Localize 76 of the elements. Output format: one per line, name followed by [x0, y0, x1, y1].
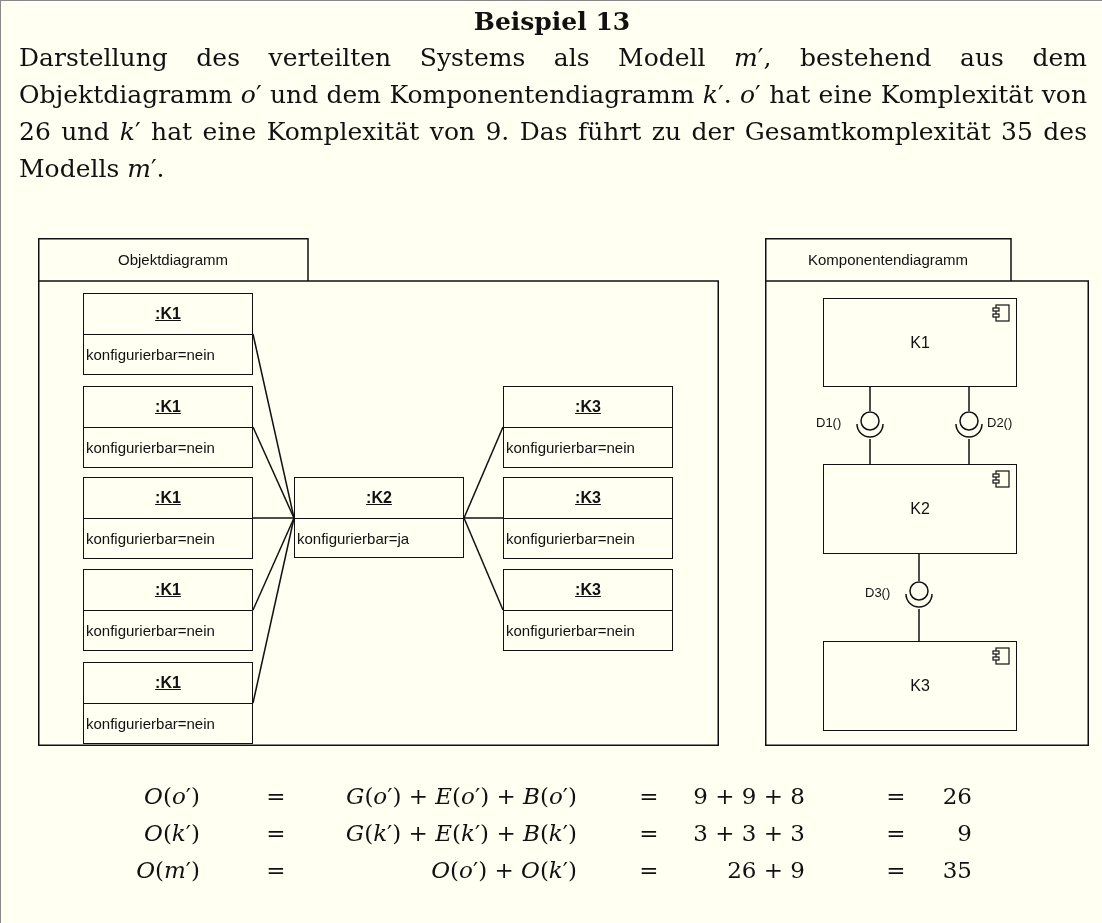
- package-frame: [38, 238, 719, 746]
- object-box: [83, 662, 253, 744]
- title: Beispiel 13: [472, 7, 632, 36]
- attribute-text: konfigurierbar=nein: [85, 438, 216, 458]
- connector-line: [968, 386, 970, 412]
- formula-text: O(m′): [136, 856, 200, 885]
- object-name: :K1: [155, 581, 181, 599]
- connector-line: [918, 608, 920, 642]
- object-name: :K3: [575, 398, 601, 416]
- component-name: K3: [910, 677, 930, 695]
- object-box: [83, 569, 253, 651]
- formula-text: O(k′): [144, 819, 200, 848]
- component-name: K2: [910, 500, 930, 518]
- object-name: :K2: [366, 489, 392, 507]
- equals-sign: =: [266, 856, 286, 885]
- attribute-text: konfigurierbar=ja: [296, 528, 411, 549]
- formula-text: O(o′) + O(k′): [431, 856, 577, 885]
- object-name: :K1: [155, 674, 181, 692]
- attribute-text: konfigurierbar=nein: [505, 529, 636, 549]
- connector-line: [252, 517, 295, 611]
- object-box: [503, 477, 673, 559]
- formula-text: O(o′): [144, 782, 200, 811]
- equals-sign: =: [639, 782, 659, 811]
- attribute-text: konfigurierbar=nein: [505, 621, 636, 641]
- object-box: [503, 569, 673, 651]
- formula-text: G(k′) + E(k′) + B(k′): [345, 819, 577, 848]
- formula-text: 26: [942, 782, 972, 811]
- object-box: [83, 477, 253, 559]
- attribute-text: konfigurierbar=nein: [85, 345, 216, 365]
- equals-sign: =: [886, 856, 906, 885]
- component-box: [823, 641, 1017, 731]
- formula-text: G(o′) + E(o′) + B(o′): [346, 782, 577, 811]
- caption: Darstellung des verteilten Systems als Modell m′, bestehend aus dem Objektdiagramm o′ und dem Komponentendiagramm k′. o′ hat eine Komplexität von 26 und k′ hat eine Komplexität von 9. Das führt zu der Gesamtkomplexität 35 des Modells m′.: [19, 42, 1087, 185]
- attribute-text: konfigurierbar=nein: [85, 529, 216, 549]
- connector-line: [463, 426, 504, 519]
- connector-line: [918, 553, 920, 582]
- formula-text: 26 + 9: [727, 856, 805, 885]
- equals-sign: =: [886, 782, 906, 811]
- formula-text: 35: [942, 856, 972, 885]
- object-name: :K3: [575, 489, 601, 507]
- component-box: [823, 464, 1017, 554]
- equals-sign: =: [639, 819, 659, 848]
- object-name: :K1: [155, 489, 181, 507]
- equals-sign: =: [886, 819, 906, 848]
- connector-line: [252, 517, 295, 519]
- component-box: [823, 298, 1017, 387]
- equals-sign: =: [266, 819, 286, 848]
- package-frame: [765, 238, 1089, 746]
- connector-line: [869, 386, 871, 412]
- connector-line: [463, 517, 504, 519]
- object-box: [503, 386, 673, 468]
- object-name: :K3: [575, 581, 601, 599]
- interface-label: D3(): [865, 585, 891, 600]
- formula-text: 9: [957, 819, 972, 848]
- connector-line: [968, 438, 970, 465]
- interface-label: D1(): [816, 415, 842, 430]
- connector-line: [869, 438, 871, 465]
- object-name: :K1: [155, 305, 181, 323]
- connector-line: [463, 517, 504, 611]
- object-box: [83, 293, 253, 375]
- equals-sign: =: [266, 782, 286, 811]
- frame-title: Komponentendiagramm: [806, 250, 970, 270]
- component-name: K1: [910, 333, 930, 352]
- connector-line: [252, 426, 295, 519]
- interface-label: D2(): [987, 415, 1013, 430]
- formula-text: 3 + 3 + 3: [693, 819, 805, 848]
- object-box: [83, 386, 253, 468]
- object-name: :K1: [155, 398, 181, 416]
- formula-text: 9 + 9 + 8: [693, 782, 805, 811]
- equals-sign: =: [639, 856, 659, 885]
- object-box: [294, 477, 464, 558]
- connector-line: [252, 517, 295, 704]
- attribute-text: konfigurierbar=nein: [85, 714, 216, 734]
- attribute-text: konfigurierbar=nein: [85, 621, 216, 641]
- frame-title: Objektdiagramm: [116, 250, 229, 270]
- attribute-text: konfigurierbar=nein: [505, 438, 636, 458]
